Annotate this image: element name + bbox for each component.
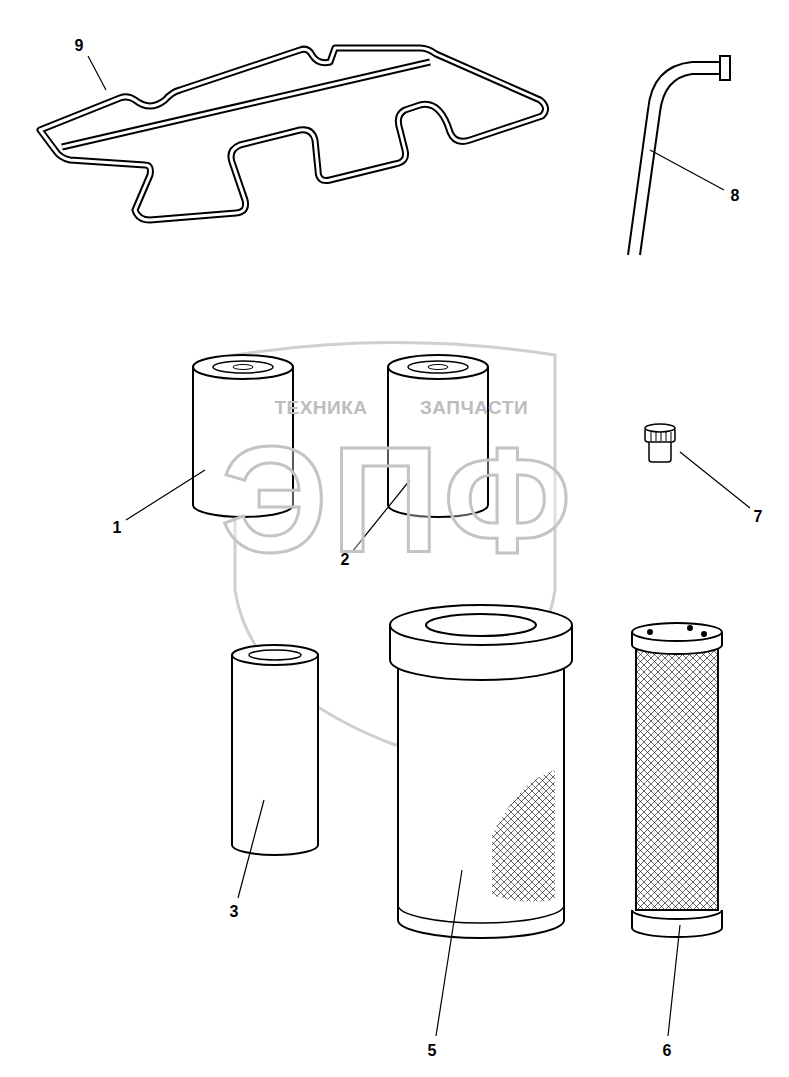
callout-number: 8 xyxy=(731,187,740,205)
dipstick xyxy=(628,56,730,255)
callout-number: 3 xyxy=(230,903,239,921)
leader-lines xyxy=(88,56,750,1036)
callout-number: 7 xyxy=(754,508,763,526)
breather-plug xyxy=(645,424,675,462)
callout-number: 1 xyxy=(113,519,122,537)
hydraulic-filter xyxy=(232,645,318,855)
air-filter-safety xyxy=(632,623,722,937)
watermark-logo: ЭПФ xyxy=(221,414,576,587)
callout-number: 9 xyxy=(75,37,84,55)
callout-number: 5 xyxy=(428,1042,437,1060)
gasket xyxy=(40,48,546,220)
air-filter-main xyxy=(390,605,572,938)
callout-number: 6 xyxy=(663,1042,672,1060)
